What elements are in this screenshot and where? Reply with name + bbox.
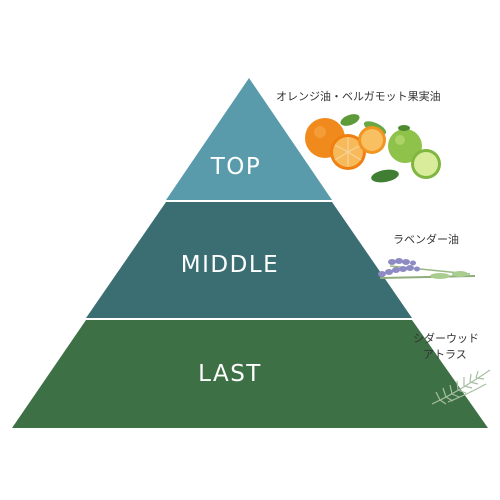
- cedarwood-icon: [431, 369, 491, 405]
- middle-note-label: ラベンダー油: [393, 233, 459, 246]
- lavender-icon: [378, 258, 476, 279]
- tier-label-middle: MIDDLE: [181, 252, 279, 278]
- pyramid-tier-top: [166, 78, 332, 200]
- orange-bergamot-icon: [305, 114, 441, 183]
- last-note-label-line1: シダーウッド: [413, 332, 479, 345]
- tier-label-top: TOP: [210, 154, 262, 180]
- last-note-label-line2: アトラス: [423, 348, 467, 361]
- tier-label-last: LAST: [198, 361, 262, 387]
- pyramid-tier-middle: [86, 202, 412, 318]
- pyramid-tier-last: [12, 320, 488, 428]
- top-note-label: オレンジ油・ベルガモット果実油: [276, 90, 441, 103]
